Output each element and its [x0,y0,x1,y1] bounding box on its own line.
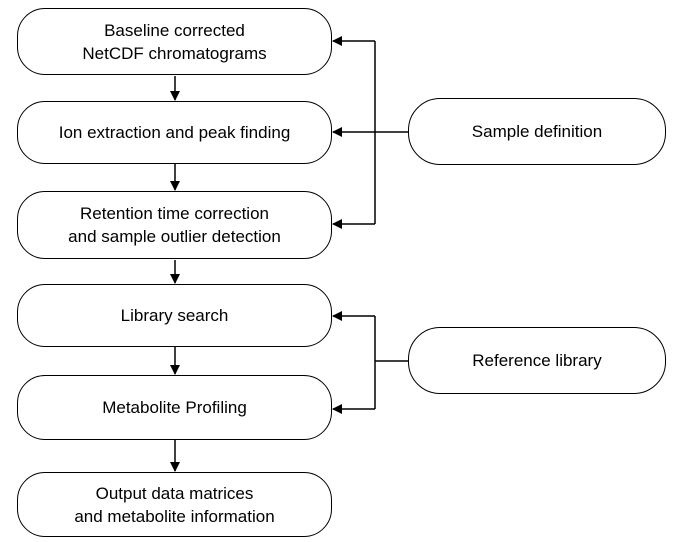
step-4-label: Library search [120,306,229,325]
step-retention-time-correction: Retention time correction and sample out… [17,191,332,259]
step-baseline-corrected: Baseline corrected NetCDF chromatograms [17,8,332,75]
step-3-line-2: and sample outlier detection [68,227,281,246]
step-1-line-2: NetCDF chromatograms [82,43,267,63]
step-library-search: Library search [17,284,332,347]
step-5-label: Metabolite Profiling [102,398,247,417]
step-ion-extraction: Ion extraction and peak finding [17,101,332,164]
step-6-line-2: and metabolite information [74,506,275,526]
step-output-data-matrices: Output data matrices and metabolite info… [17,472,332,537]
step-metabolite-profiling: Metabolite Profiling [17,375,332,440]
step-2-label: Ion extraction and peak finding [58,123,291,142]
step-6-line-1: Output data matrices [95,483,254,503]
input-sample-definition: Sample definition [408,98,666,165]
step-1-line-1: Baseline corrected [104,20,245,40]
reference-library-label: Reference library [472,351,602,370]
input-reference-library: Reference library [408,327,666,394]
sample-definition-label: Sample definition [471,122,603,141]
step-3-line-1: Retention time correction [80,204,269,223]
